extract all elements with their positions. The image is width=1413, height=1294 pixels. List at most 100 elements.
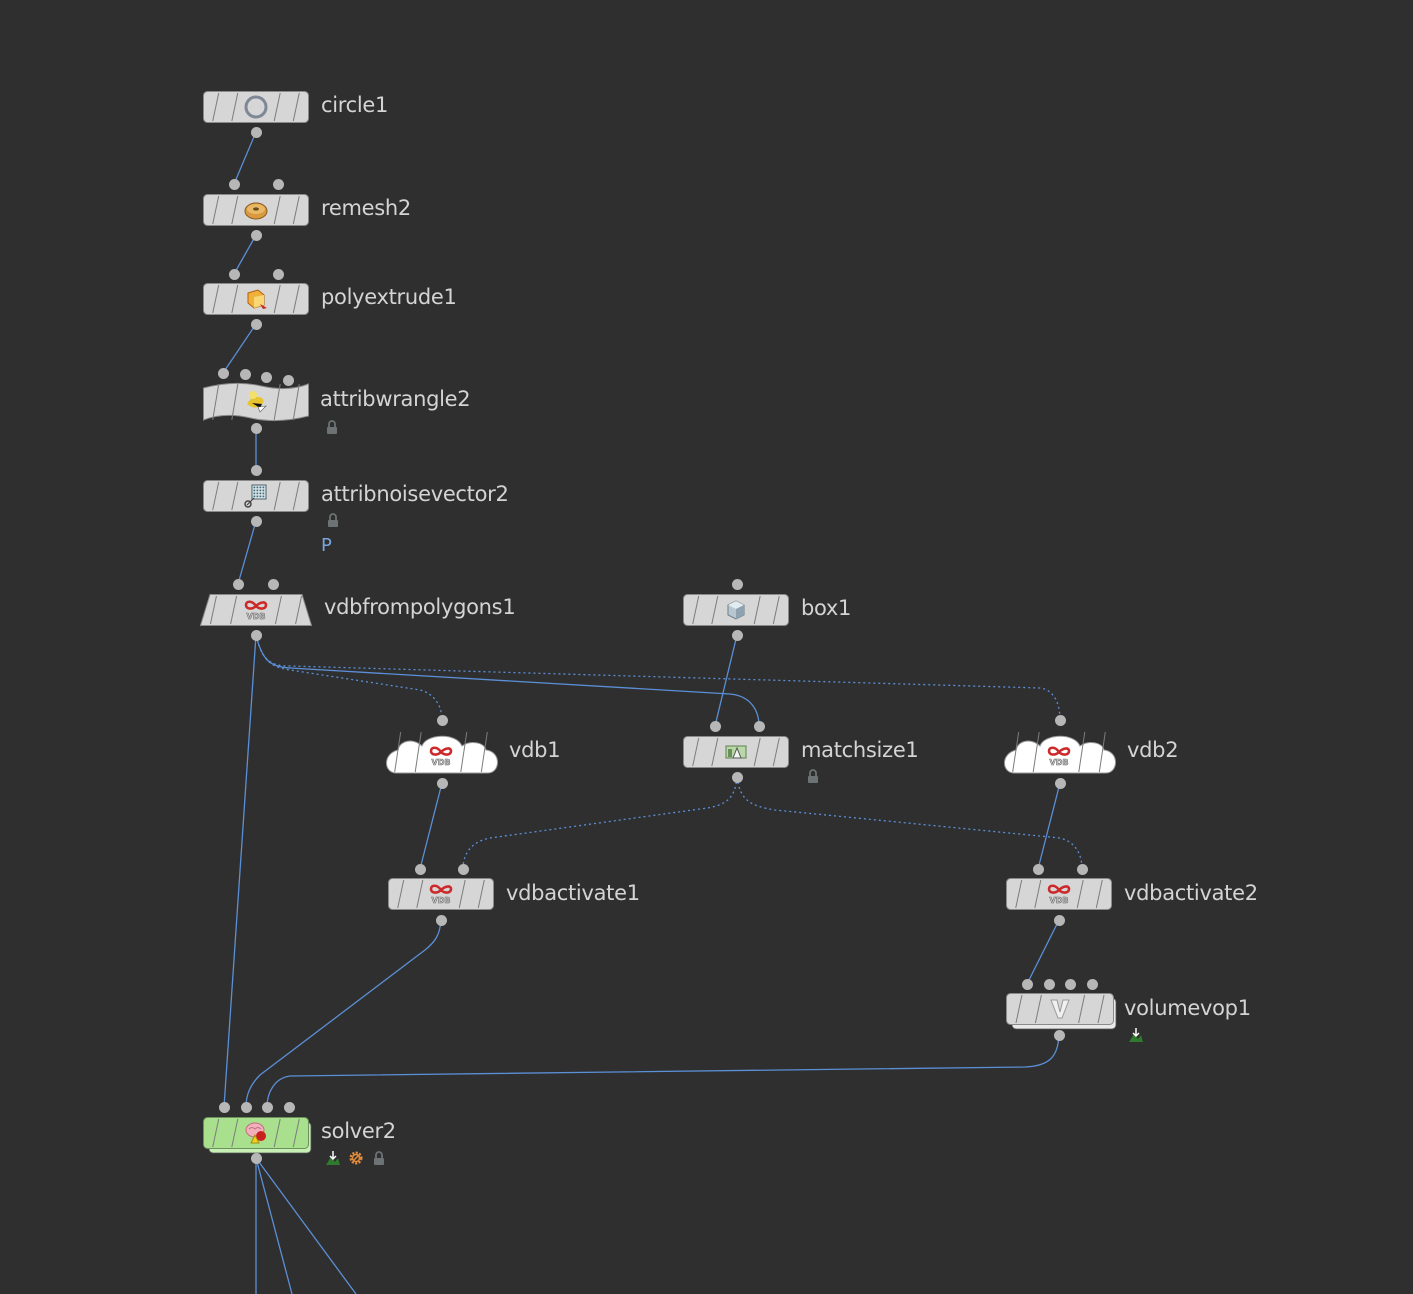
lock-icon	[328, 513, 338, 527]
input-port[interactable]	[1054, 714, 1066, 726]
output-port[interactable]	[436, 777, 448, 789]
node-label[interactable]: vdbfrompolygons1	[324, 595, 516, 619]
input-port[interactable]	[1076, 863, 1088, 875]
vdb-icon: VDB	[244, 600, 268, 621]
wire-vdb1-vdbactivate1[interactable]	[419, 782, 443, 870]
output-port[interactable]	[1053, 1029, 1065, 1041]
node-body[interactable]: VDB	[388, 878, 502, 918]
output-port[interactable]	[731, 629, 743, 641]
node-body[interactable]	[1006, 993, 1122, 1033]
node-label[interactable]: vdbactivate2	[1124, 881, 1258, 905]
node-body[interactable]	[683, 594, 797, 634]
wire-vdbactivate1-solver2[interactable]	[245, 919, 442, 1108]
node-label[interactable]: vdbactivate1	[506, 881, 640, 905]
wire-solver2-out-c[interactable]	[255, 1157, 357, 1294]
node-body[interactable]: VDB	[1006, 878, 1120, 918]
node-body[interactable]	[203, 480, 317, 520]
input-port[interactable]	[267, 578, 279, 590]
input-port[interactable]	[1021, 978, 1033, 990]
output-port[interactable]	[250, 422, 262, 434]
input-port[interactable]	[261, 1101, 273, 1113]
input-port[interactable]	[731, 578, 743, 590]
input-port[interactable]	[228, 178, 240, 190]
input-port[interactable]	[239, 368, 251, 380]
node-label[interactable]: vdb2	[1127, 738, 1179, 762]
input-port[interactable]	[1043, 978, 1055, 990]
input-port[interactable]	[436, 714, 448, 726]
wire-box1-matchsize1[interactable]	[714, 634, 738, 727]
node-body[interactable]	[203, 382, 317, 430]
node-label[interactable]: circle1	[321, 93, 389, 117]
compiled-icon	[326, 1151, 340, 1165]
node-body[interactable]	[203, 283, 317, 323]
input-port[interactable]	[232, 578, 244, 590]
wire-vdbfrompolygons1-solver2[interactable]	[223, 634, 257, 1108]
wire-vdbactivate2-volumevop1[interactable]	[1026, 919, 1060, 985]
wire-vdbfrompolygons1-matchsize1[interactable]	[255, 634, 760, 727]
node-label[interactable]: polyextrude1	[321, 285, 457, 309]
output-port[interactable]	[250, 229, 262, 241]
node-label[interactable]: matchsize1	[801, 738, 919, 762]
input-port[interactable]	[228, 268, 240, 280]
input-port[interactable]	[1064, 978, 1076, 990]
node-label[interactable]: solver2	[321, 1119, 396, 1143]
output-port[interactable]	[435, 914, 447, 926]
input-port[interactable]	[709, 720, 721, 732]
input-port[interactable]	[272, 178, 284, 190]
node-body[interactable]: VDB	[1002, 730, 1124, 782]
input-port[interactable]	[282, 374, 294, 386]
node-body[interactable]: VDB	[200, 594, 320, 634]
node-label[interactable]: attribnoisevector2	[321, 482, 509, 506]
vdb-icon: VDB	[429, 884, 453, 905]
node-body[interactable]	[203, 1117, 317, 1157]
output-port[interactable]	[1054, 777, 1066, 789]
node-label[interactable]: remesh2	[321, 196, 411, 220]
input-port[interactable]	[753, 720, 765, 732]
node-label[interactable]: volumevop1	[1124, 996, 1251, 1020]
compiled-icon	[1129, 1028, 1143, 1042]
output-port[interactable]	[250, 515, 262, 527]
wire-vdb2-vdbactivate2[interactable]	[1037, 782, 1061, 870]
wrangle-icon	[247, 391, 267, 413]
input-port[interactable]	[250, 464, 262, 476]
input-port[interactable]	[1086, 978, 1098, 990]
input-port[interactable]	[240, 1101, 252, 1113]
input-port[interactable]	[414, 863, 426, 875]
input-port[interactable]	[1032, 863, 1044, 875]
input-port[interactable]	[218, 1101, 230, 1113]
input-port[interactable]	[457, 863, 469, 875]
svg-text:VDB: VDB	[1050, 758, 1069, 767]
wire-attribnoisevector2-vdbfrompolygons1[interactable]	[237, 520, 257, 585]
wire-vdbfrompolygons1-vdb1[interactable]	[255, 634, 443, 721]
node-body[interactable]	[203, 91, 317, 131]
node-body[interactable]: VDB	[384, 730, 506, 782]
wire-vdbfrompolygons1-vdb2[interactable]	[255, 634, 1061, 721]
wire-matchsize1-vdbactivate2[interactable]	[736, 776, 1083, 870]
wire-matchsize1-vdbactivate1[interactable]	[462, 776, 738, 870]
output-port[interactable]	[250, 629, 262, 641]
output-port[interactable]	[731, 771, 743, 783]
input-port[interactable]	[217, 367, 229, 379]
input-port[interactable]	[260, 371, 272, 383]
node-body[interactable]	[203, 194, 317, 234]
extrude-icon	[247, 289, 267, 309]
lock-icon	[808, 769, 818, 783]
noise-icon	[244, 484, 267, 508]
vdb-icon: VDB	[1047, 746, 1071, 767]
wire-remesh2-polyextrude1[interactable]	[233, 234, 257, 275]
node-label[interactable]: vdb1	[509, 738, 561, 762]
wire-polyextrude1-attribwrangle2[interactable]	[222, 323, 257, 374]
node-label[interactable]: attribwrangle2	[320, 387, 471, 411]
output-port[interactable]	[250, 318, 262, 330]
wire-circle1-remesh2[interactable]	[233, 131, 257, 185]
output-port[interactable]	[1053, 914, 1065, 926]
node-label[interactable]: box1	[801, 596, 852, 620]
output-port[interactable]	[250, 126, 262, 138]
wire-volumevop1-solver2[interactable]	[266, 1034, 1060, 1108]
wire-solver2-out-b[interactable]	[255, 1157, 293, 1294]
input-port[interactable]	[283, 1101, 295, 1113]
gear-icon	[349, 1151, 363, 1165]
output-port[interactable]	[250, 1152, 262, 1164]
node-body[interactable]	[683, 736, 797, 776]
input-port[interactable]	[272, 268, 284, 280]
